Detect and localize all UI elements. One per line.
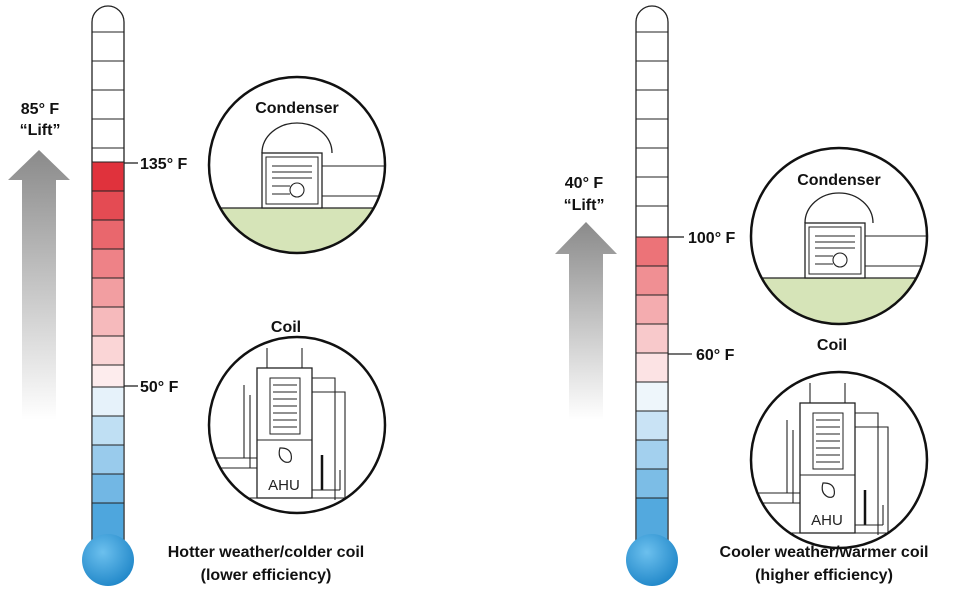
caption-line1: Cooler weather/warmer coil: [720, 544, 929, 561]
caption-line2: (higher efficiency): [755, 567, 893, 584]
coil-label: Coil: [817, 337, 847, 354]
low-temp-label: 60° F: [696, 347, 735, 364]
condenser-label: Condenser: [255, 100, 339, 117]
high-temp-label: 135° F: [140, 156, 188, 173]
condenser-illustration: Condenser: [207, 75, 387, 255]
panel-cool-weather: 40° F “Lift”: [555, 5, 929, 586]
lift-arrow: [8, 150, 70, 420]
lift-word: “Lift”: [564, 197, 605, 214]
coil-illustration: AHU Coil: [749, 337, 929, 550]
thermometer: [626, 5, 678, 586]
coil-label: Coil: [271, 319, 301, 336]
lift-value: 85° F: [21, 101, 60, 118]
lift-value: 40° F: [565, 175, 604, 192]
low-temp-label: 50° F: [140, 379, 179, 396]
lift-arrow: [555, 222, 617, 420]
thermometer-bulb: [82, 534, 134, 586]
panel-hot-weather: 85° F “Lift”: [8, 5, 387, 586]
high-temp-label: 100° F: [688, 230, 736, 247]
ahu-label: AHU: [811, 512, 843, 529]
thermometer: [82, 5, 134, 586]
lift-word: “Lift”: [20, 122, 61, 139]
ahu-label: AHU: [268, 477, 300, 494]
thermometer-bulb: [626, 534, 678, 586]
caption-line1: Hotter weather/colder coil: [168, 544, 365, 561]
coil-illustration: AHU Coil: [207, 319, 387, 515]
condenser-illustration: Condenser: [749, 146, 929, 326]
condenser-label: Condenser: [797, 172, 881, 189]
caption-line2: (lower efficiency): [201, 567, 332, 584]
